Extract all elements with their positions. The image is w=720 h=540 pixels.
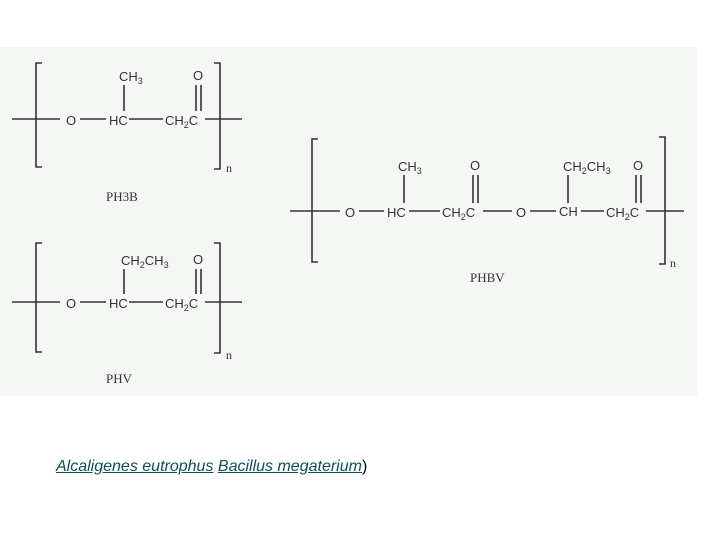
ph3b-structure: O HC CH3 CH2C O n PH3B [12, 62, 242, 204]
ph3b-ester-oxygen: O [66, 113, 76, 128]
ph3b-methyl: CH3 [119, 69, 143, 86]
caption-close-paren: ) [361, 458, 368, 475]
ph3b-repeat-n: n [226, 161, 232, 175]
phbv-methine-1: HC [387, 205, 406, 220]
phv-methine: HC [109, 296, 128, 311]
phbv-methine-2: CH [559, 204, 578, 219]
phv-carbonyl-oxygen: O [193, 252, 203, 267]
phv-methylene: CH2C [165, 296, 198, 313]
phbv-ester-oxygen-2: O [516, 205, 526, 220]
phbv-methyl: CH3 [398, 159, 422, 176]
phv-ester-oxygen: O [66, 296, 76, 311]
polymer-structures-figure: O HC CH3 CH2C O n PH3B O HC CH2CH3 CH2C … [0, 47, 697, 396]
ph3b-label: PH3B [106, 189, 138, 204]
ph3b-methylene: CH2C [165, 113, 198, 130]
phv-ethyl: CH2CH3 [121, 253, 169, 270]
phbv-methylene-2: CH2C [606, 205, 639, 222]
phv-repeat-n: n [226, 348, 232, 362]
link-alcaligenes-eutrophus[interactable]: Alcaligenes eutrophus [56, 458, 214, 475]
phbv-repeat-n: n [670, 256, 676, 270]
phv-label: PHV [106, 371, 133, 386]
ph3b-methine: HC [109, 113, 128, 128]
link-bacillus-megaterium[interactable]: Bacillus megaterium [217, 458, 362, 475]
phv-structure: O HC CH2CH3 CH2C O n PHV [12, 242, 242, 386]
phbv-carbonyl-oxygen-1: O [470, 158, 480, 173]
phbv-methylene-1: CH2C [442, 205, 475, 222]
phbv-structure: O HC CH3 CH2C O O CH CH2CH3 CH2C O n PHB… [290, 136, 684, 285]
phbv-ethyl: CH2CH3 [563, 159, 611, 176]
phbv-ester-oxygen-1: O [345, 205, 355, 220]
phbv-carbonyl-oxygen-2: O [633, 158, 643, 173]
ph3b-carbonyl-oxygen: O [193, 68, 203, 83]
phbv-label: PHBV [470, 270, 505, 285]
caption: Alcaligenes eutrophus Bacillus megateriu… [56, 458, 367, 476]
